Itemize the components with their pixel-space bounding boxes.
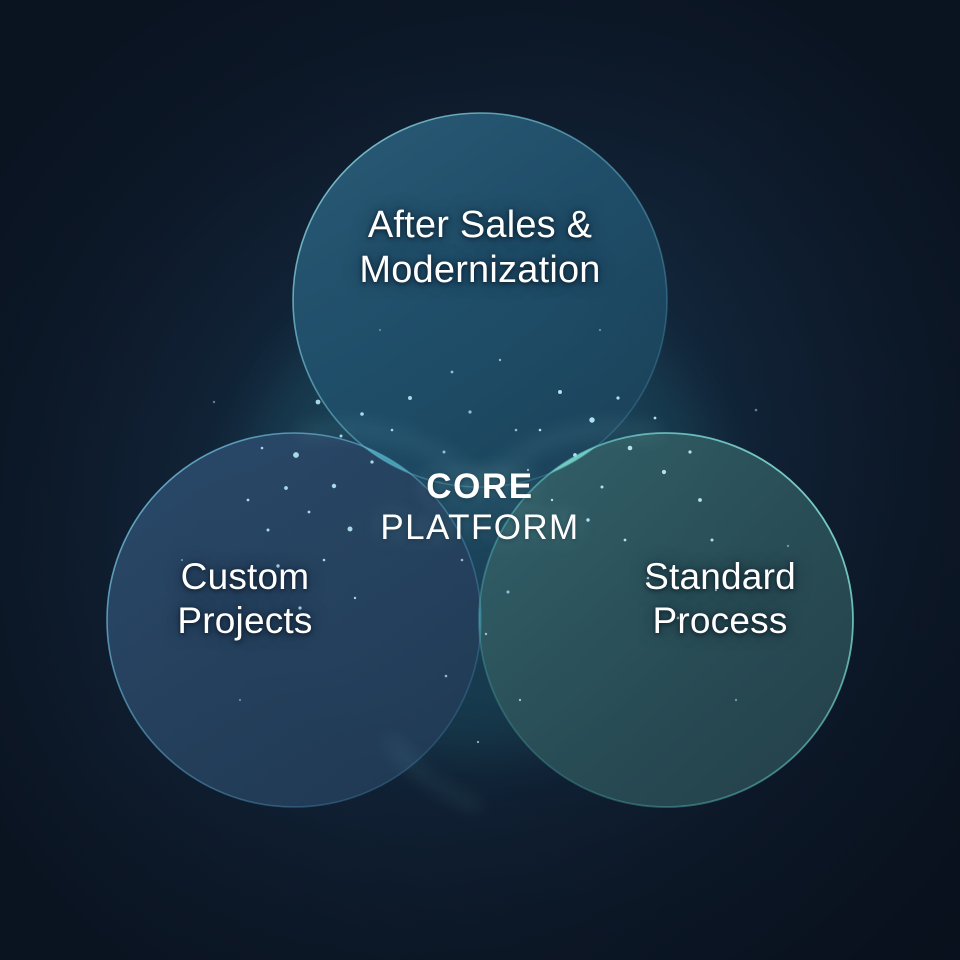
circle-custom-projects[interactable] bbox=[107, 433, 481, 807]
particle-layer bbox=[180, 328, 790, 744]
circle-standard-process[interactable] bbox=[479, 433, 853, 807]
rim-standard-process bbox=[478, 432, 854, 808]
rim-custom-projects bbox=[106, 432, 482, 808]
rim-layer bbox=[106, 112, 854, 808]
venn-circles-layer bbox=[107, 113, 853, 807]
circle-after-sales[interactable] bbox=[293, 113, 667, 487]
